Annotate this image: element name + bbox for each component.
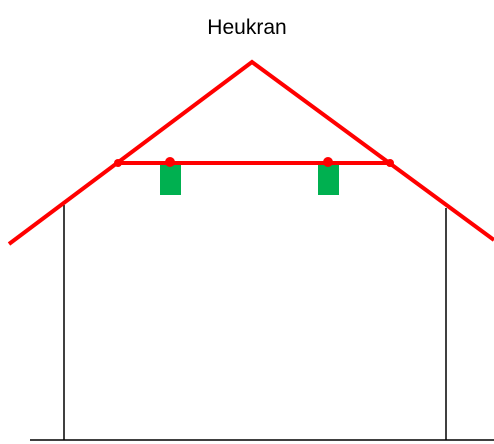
- right-trolley-block: [318, 165, 339, 195]
- right-trolley-joint: [323, 157, 333, 167]
- left-roof-joint: [114, 159, 122, 167]
- diagram-title: Heukran: [207, 16, 287, 39]
- left-trolley-joint: [165, 157, 175, 167]
- right-roof-joint: [386, 159, 394, 167]
- roof-line: [7, 59, 494, 246]
- left-trolley-block: [160, 165, 181, 195]
